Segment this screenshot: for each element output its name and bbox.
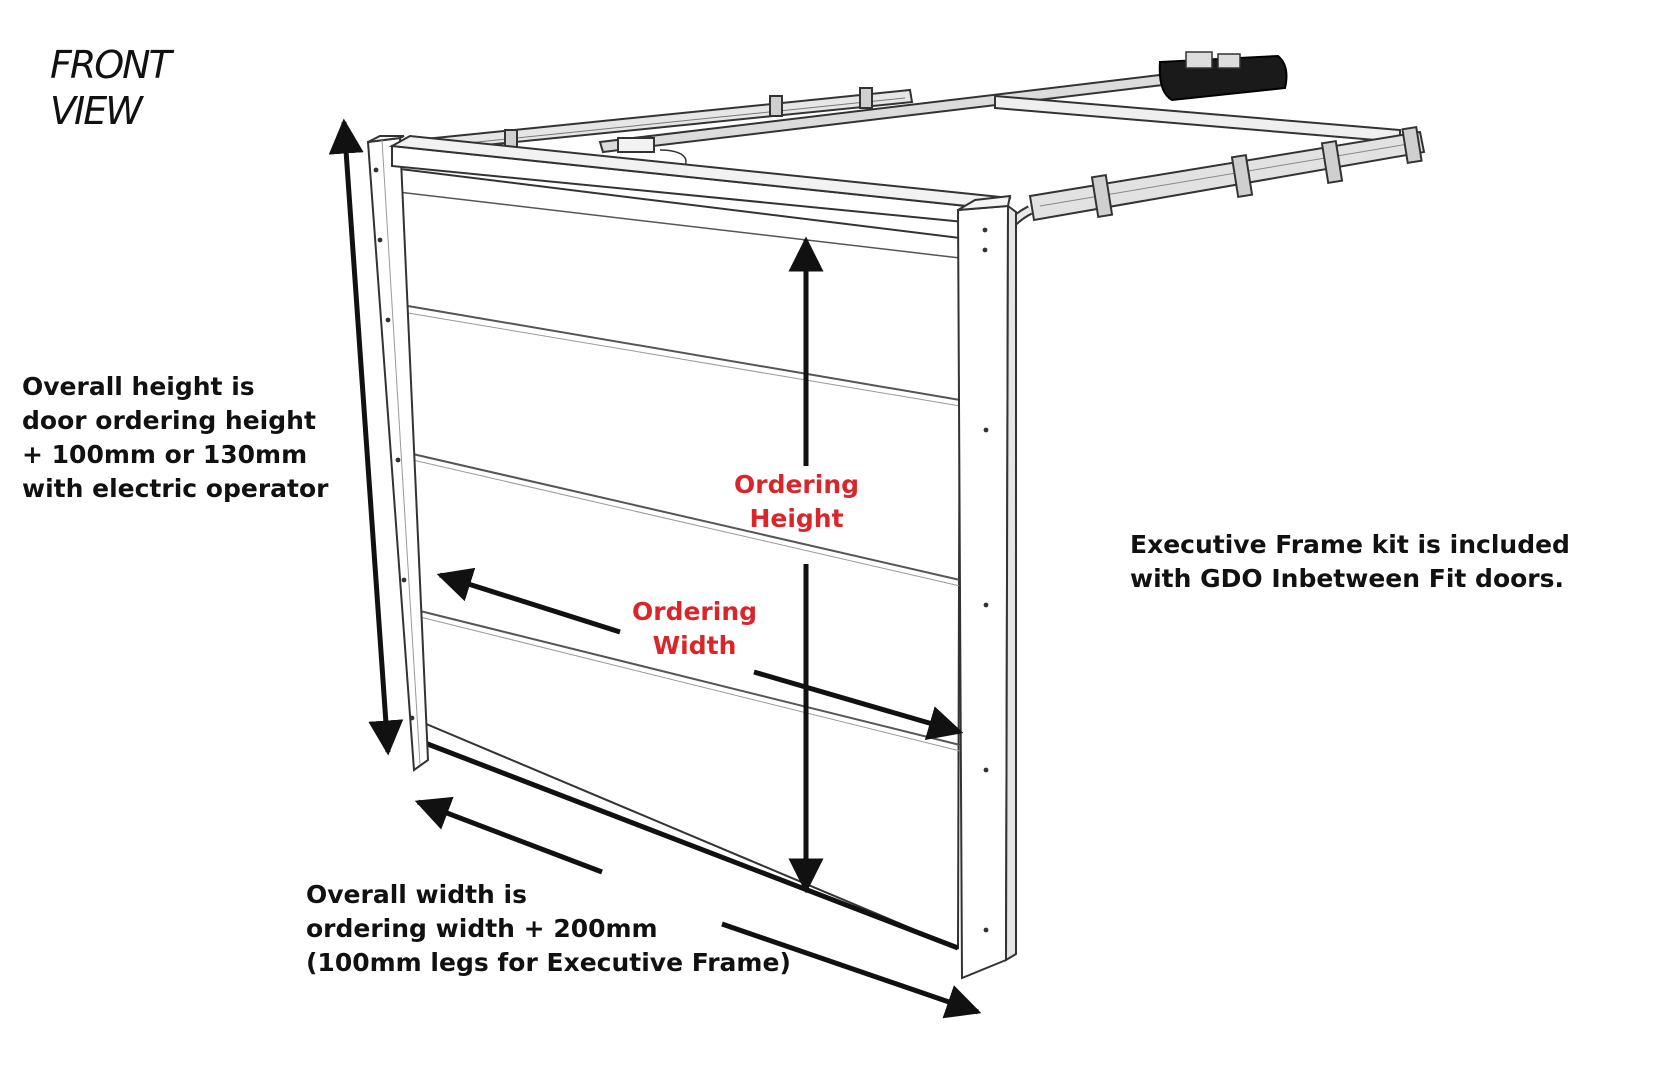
overall-width-arrow-left xyxy=(414,796,603,875)
overall-height-note-line: door ordering height xyxy=(22,406,316,435)
overhead-track-assembly xyxy=(393,70,1426,301)
overall-height-arrow xyxy=(328,118,404,756)
ordering-height-label-line: Height xyxy=(749,504,844,533)
overall-height-note-line: Overall height is xyxy=(22,372,255,401)
overall-width-note-line: Overall width is xyxy=(306,880,528,909)
executive-frame-note: Executive Frame kit is included with GDO… xyxy=(1130,528,1570,596)
ordering-width-label-line: Ordering xyxy=(632,597,758,626)
front-view-title-line: FRONT xyxy=(50,43,172,87)
overall-width-note-line: ordering width + 200mm xyxy=(306,914,658,943)
overall-height-note: Overall height is door ordering height +… xyxy=(22,370,328,506)
ordering-width-arrow-left xyxy=(436,567,621,635)
ordering-width-label: Ordering Width xyxy=(632,595,757,663)
ordering-height-label: Ordering Height xyxy=(734,468,859,536)
overall-width-note-line: (100mm legs for Executive Frame) xyxy=(306,948,791,977)
ordering-width-label-line: Width xyxy=(652,631,737,660)
door-panel xyxy=(390,166,962,951)
overall-width-note: Overall width is ordering width + 200mm … xyxy=(306,878,791,980)
executive-frame-note-line: Executive Frame kit is included xyxy=(1130,530,1570,559)
front-view-title: FRONT VIEW xyxy=(50,42,172,134)
front-view-title-line: VIEW xyxy=(50,89,143,133)
overall-width-arrow-right xyxy=(721,921,982,1019)
ordering-height-label-line: Ordering xyxy=(734,470,860,499)
right-frame-leg xyxy=(956,194,1017,980)
dimension-arrows xyxy=(328,118,982,1019)
electric-operator-unit xyxy=(1158,51,1288,102)
executive-frame-note-line: with GDO Inbetween Fit doors. xyxy=(1130,564,1565,593)
ordering-width-arrow-right xyxy=(753,669,964,740)
overall-height-note-line: + 100mm or 130mm xyxy=(22,440,308,469)
overall-height-note-line: with electric operator xyxy=(22,474,329,503)
